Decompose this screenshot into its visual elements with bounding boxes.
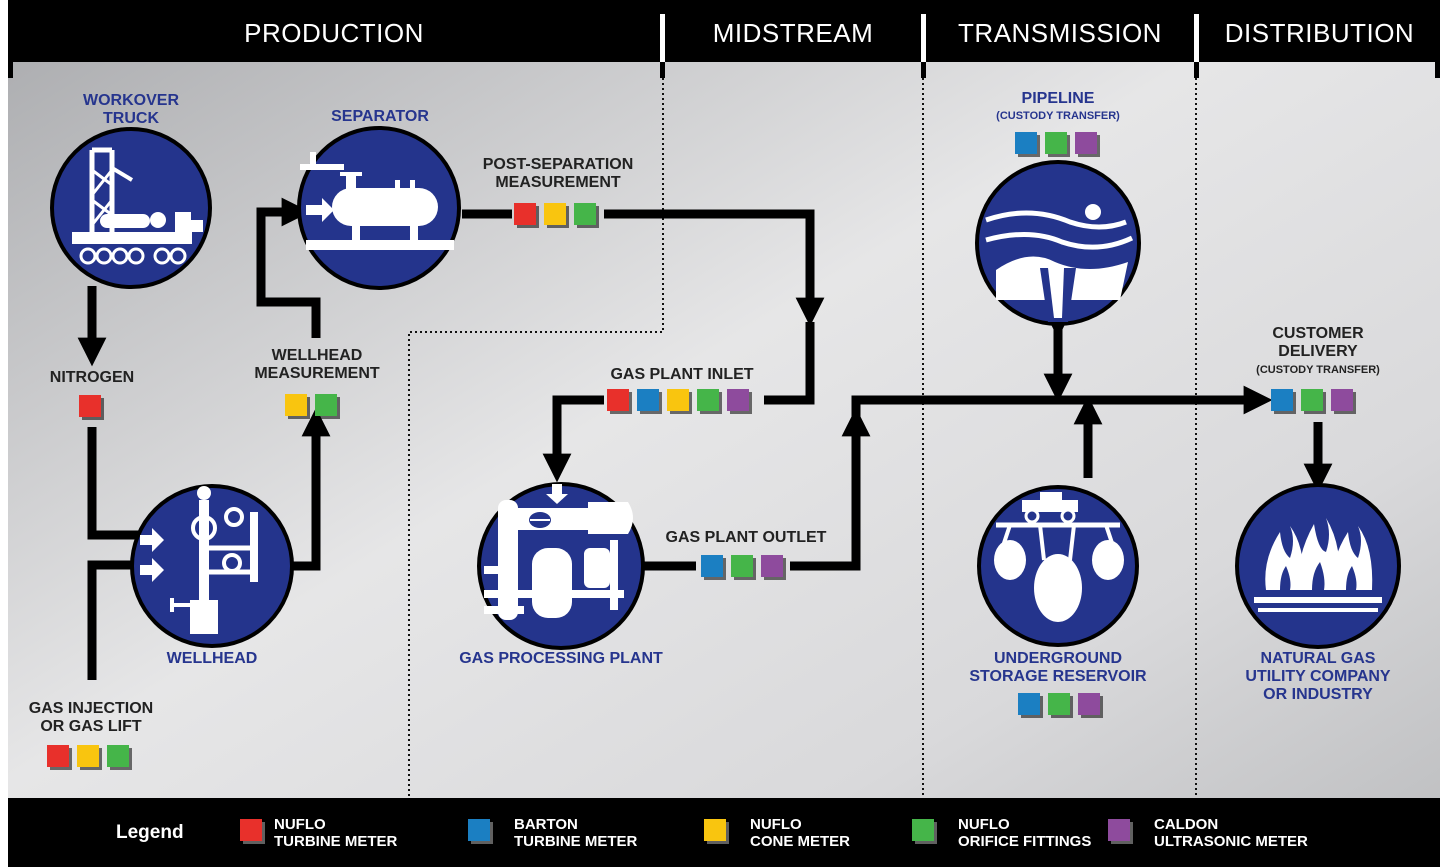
meter-square-yellow: [77, 745, 99, 767]
meter-square-green: [315, 394, 337, 416]
pipeline-landscape-icon: [985, 204, 1134, 322]
meter-square-green: [574, 203, 596, 225]
legend-line1: CALDON: [1154, 816, 1219, 833]
legend-swatch-red: [240, 819, 262, 841]
legend-line1: NUFLO: [750, 816, 802, 833]
legend-line2: ULTRASONIC METER: [1154, 833, 1308, 851]
meter-square-red: [47, 745, 69, 767]
gas-injection-meters: [47, 745, 129, 767]
gas-processing-plant-label: GAS PROCESSING PLANT: [459, 650, 663, 667]
post-separation-meters: [514, 203, 596, 225]
customer-delivery-meters: [1271, 389, 1353, 411]
pipeline-meters: [1015, 132, 1097, 154]
gas-flame-icon: [1254, 518, 1382, 612]
meter-square-green: [107, 745, 129, 767]
customer-delivery-sublabel: (CUSTODY TRANSFER): [1256, 364, 1380, 376]
legend-swatch-purple: [1108, 819, 1130, 841]
legend-swatch-blue: [468, 819, 490, 841]
section-header-midstream: MIDSTREAM: [712, 18, 874, 48]
gas-plant-inlet-label: GAS PLANT INLET: [610, 366, 754, 383]
legend-line2: CONE METER: [750, 833, 851, 851]
meter-square-blue: [1271, 389, 1293, 411]
header-divider: [921, 14, 926, 78]
gas-plant-inlet-meters: [607, 389, 749, 411]
wellhead-measurement-meters: [285, 394, 337, 416]
meter-square-purple: [761, 555, 783, 577]
legend-line1: NUFLO: [958, 816, 1010, 833]
legend-line2: TURBINE METER: [274, 833, 398, 851]
meter-square-yellow: [285, 394, 307, 416]
meter-square-blue: [1015, 132, 1037, 154]
meter-square-purple: [1078, 693, 1100, 715]
separator-label: SEPARATOR: [331, 108, 429, 125]
wellhead-icon: [140, 486, 258, 634]
legend-line1: NUFLO: [274, 816, 326, 833]
meter-square-purple: [1331, 389, 1353, 411]
separator-icon: [300, 152, 454, 250]
header-bar: [8, 0, 1440, 62]
storage-reservoir-icon: [994, 492, 1124, 622]
header-divider: [660, 14, 665, 78]
meter-square-purple: [1075, 132, 1097, 154]
meter-square-purple: [727, 389, 749, 411]
legend-line2: ORIFICE FITTINGS: [958, 833, 1092, 851]
workover-truck-icon: [72, 147, 203, 265]
meter-square-yellow: [667, 389, 689, 411]
meter-square-green: [1301, 389, 1323, 411]
meter-square-blue: [701, 555, 723, 577]
meter-square-green: [731, 555, 753, 577]
pipeline-sublabel: (CUSTODY TRANSFER): [996, 110, 1120, 122]
header-divider: [1194, 14, 1199, 78]
legend-line1: BARTON: [514, 816, 578, 833]
section-header-production: PRODUCTION: [244, 18, 424, 48]
nitrogen-meters: [79, 395, 101, 417]
meter-square-red: [607, 389, 629, 411]
meter-square-red: [79, 395, 101, 417]
meter-square-blue: [1018, 693, 1040, 715]
pipeline-label: PIPELINE: [1021, 90, 1095, 107]
meter-square-blue: [637, 389, 659, 411]
workover-truck-circle: [50, 127, 212, 289]
section-boundaries: [408, 78, 1197, 798]
section-header-distribution: DISTRIBUTION: [1224, 18, 1415, 48]
meter-square-red: [514, 203, 536, 225]
meter-square-yellow: [544, 203, 566, 225]
section-header-transmission: TRANSMISSION: [958, 18, 1162, 48]
meter-square-green: [1045, 132, 1067, 154]
nitrogen-label: NITROGEN: [49, 369, 135, 386]
meter-square-green: [697, 389, 719, 411]
legend-title: Legend: [116, 822, 184, 843]
gas-plant-icon: [484, 484, 633, 620]
meter-square-green: [1048, 693, 1070, 715]
storage-meters: [1018, 693, 1100, 715]
legend-swatch-green: [912, 819, 934, 841]
gas-plant-outlet-label: GAS PLANT OUTLET: [665, 529, 827, 546]
wellhead-label: WELLHEAD: [166, 650, 258, 667]
gas-plant-outlet-meters: [701, 555, 783, 577]
legend-line2: TURBINE METER: [514, 833, 638, 851]
legend-swatch-yellow: [704, 819, 726, 841]
